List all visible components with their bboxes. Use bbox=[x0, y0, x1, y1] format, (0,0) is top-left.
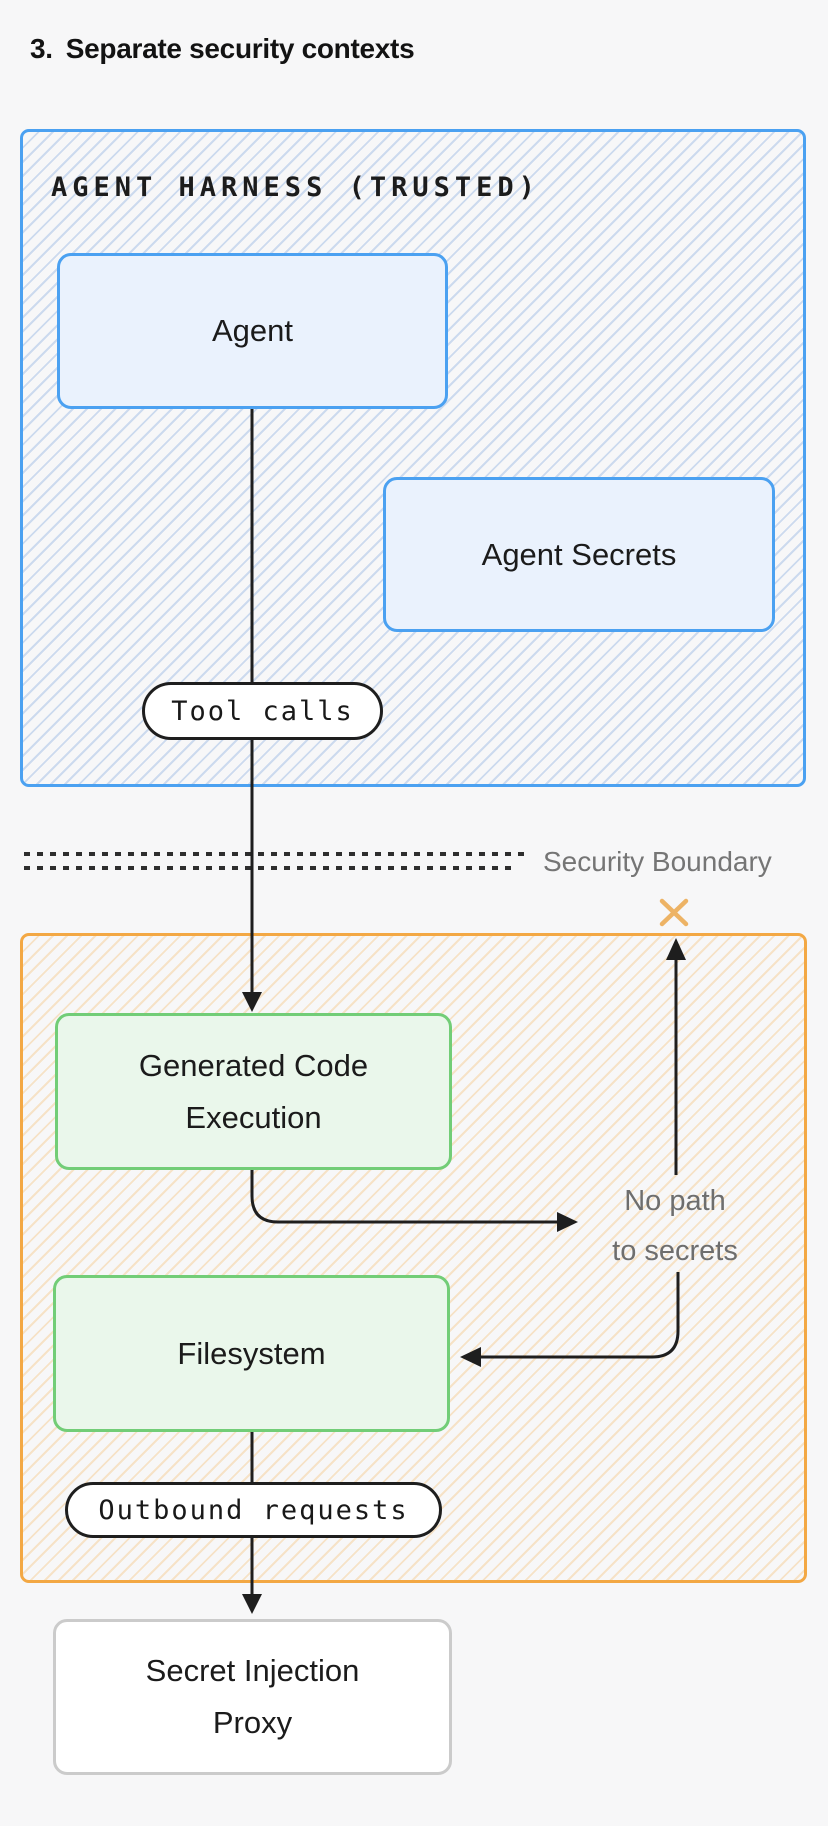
outbound-requests-edge-pill: Outbound requests bbox=[65, 1482, 442, 1538]
generated-code-execution-node-label: Generated Code Execution bbox=[138, 1047, 369, 1135]
no-path-to-secrets-annotation: No path to secrets bbox=[575, 1176, 775, 1276]
agent-node: Agent bbox=[57, 253, 448, 409]
filesystem-node-label: Filesystem bbox=[177, 1335, 326, 1371]
generated-code-execution-node: Generated Code Execution bbox=[55, 1013, 452, 1170]
security-boundary-dotted-line-bottom bbox=[24, 866, 517, 870]
secret-injection-proxy-node-label: Secret Injection Proxy bbox=[145, 1653, 360, 1740]
agent-secrets-node: Agent Secrets bbox=[383, 477, 775, 632]
secret-injection-proxy-node: Secret Injection Proxy bbox=[53, 1619, 452, 1775]
no-path-line2: to secrets bbox=[612, 1235, 738, 1267]
outbound-to-proxy-arrowhead bbox=[242, 1594, 262, 1614]
filesystem-node: Filesystem bbox=[53, 1275, 450, 1432]
no-path-line1: No path bbox=[624, 1185, 726, 1217]
security-boundary-label: Security Boundary bbox=[543, 846, 772, 877]
page-title-number: 3. bbox=[30, 33, 53, 64]
agent-node-label: Agent bbox=[211, 313, 293, 348]
tool-calls-edge-label: Tool calls bbox=[171, 695, 354, 727]
blocked-x-icon bbox=[659, 898, 689, 927]
security-boundary-dotted-line-top bbox=[24, 852, 525, 856]
tool-calls-edge-pill: Tool calls bbox=[142, 682, 383, 740]
trusted-zone-label: AGENT HARNESS (TRUSTED) bbox=[51, 172, 540, 203]
outbound-requests-edge-label: Outbound requests bbox=[98, 1494, 409, 1526]
agent-secrets-node-label: Agent Secrets bbox=[481, 536, 677, 572]
page-title-text: Separate security contexts bbox=[65, 33, 415, 64]
trusted-zone-container: AGENT HARNESS (TRUSTED) bbox=[20, 129, 806, 787]
page-title: 3. Separate security contexts bbox=[30, 33, 415, 65]
